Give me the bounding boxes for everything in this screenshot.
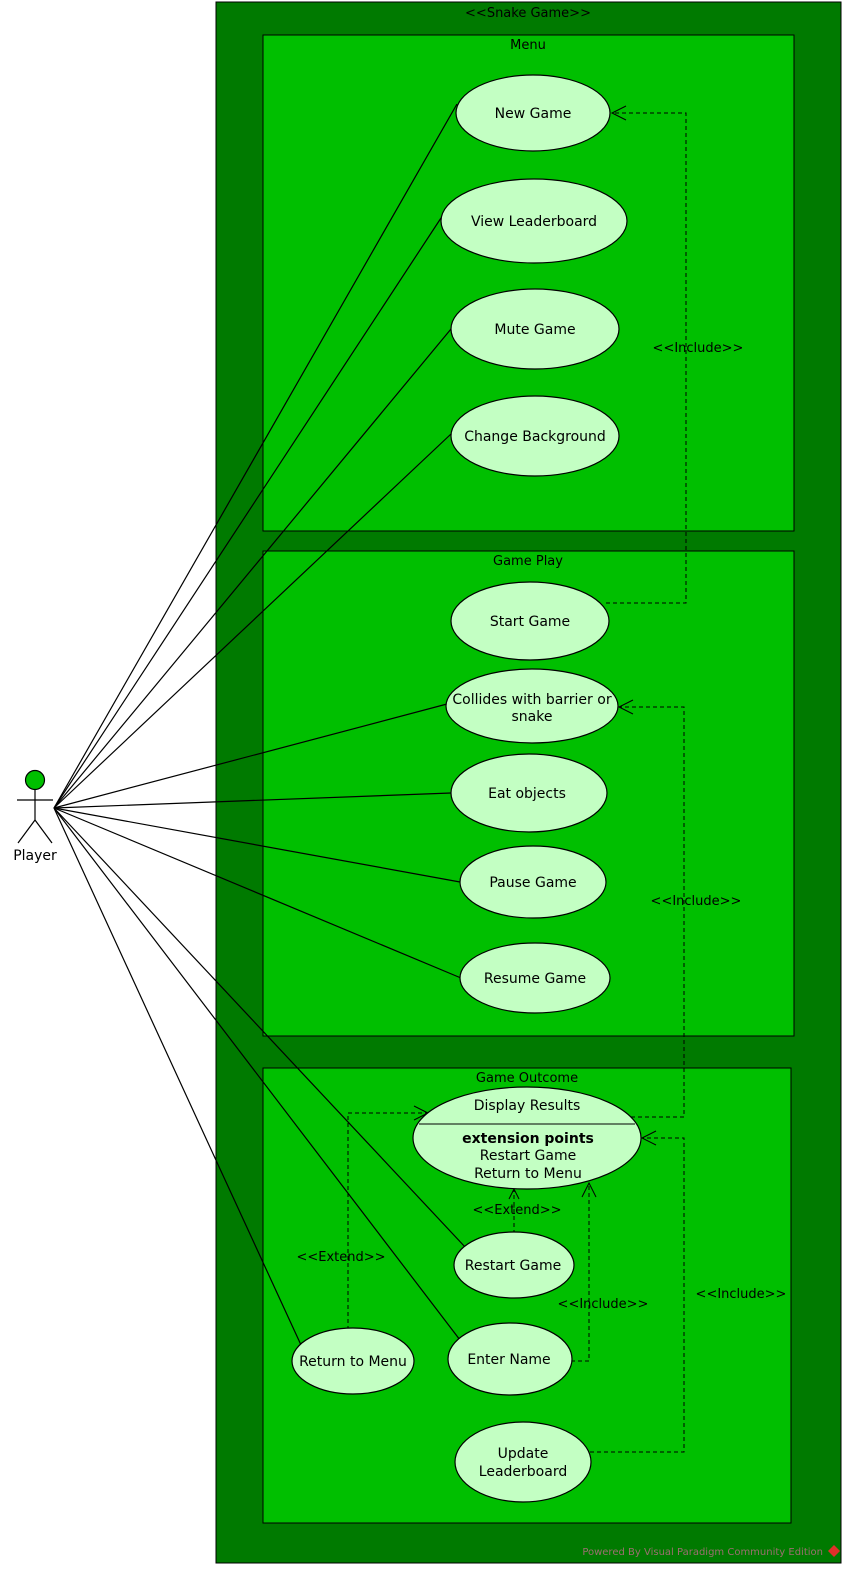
footer-watermark: Powered By Visual Paradigm Community Edi… [582, 1547, 823, 1558]
use-case-label: Enter Name [467, 1352, 550, 1368]
use-case-collides[interactable]: Collides with barrier or snake [445, 668, 619, 744]
use-case-view-leaderboard[interactable]: View Leaderboard [440, 178, 628, 264]
association-view-leaderboard [53, 217, 442, 809]
include-label-collides: <<Include>> [651, 894, 742, 909]
actor-left-leg-icon [17, 819, 36, 844]
use-case-start-game[interactable]: Start Game [450, 581, 610, 661]
include-start-arrowhead [610, 105, 627, 121]
use-case-pause-game[interactable]: Pause Game [459, 845, 607, 919]
actor-player[interactable]: Player [13, 769, 57, 865]
extend-label-restart: <<Extend>> [472, 1203, 561, 1218]
include-enter-arrowhead [581, 1181, 597, 1198]
extension-point-return: Return to Menu [474, 1166, 582, 1182]
actor-name: Player [13, 848, 57, 864]
extension-point-restart: Restart Game [480, 1148, 576, 1164]
use-case-resume-game[interactable]: Resume Game [459, 942, 611, 1014]
use-case-label: Change Background [464, 429, 606, 445]
use-case-label-line1: Update [498, 1446, 549, 1462]
association-restart-game [53, 807, 467, 1249]
association-mute-game [53, 328, 452, 809]
association-collides [53, 703, 448, 809]
include-enter-to-display [571, 1183, 590, 1362]
extend-label-return: <<Extend>> [296, 1250, 385, 1265]
use-case-return-to-menu[interactable]: Return to Menu [291, 1327, 415, 1395]
use-case-change-background[interactable]: Change Background [450, 395, 620, 477]
dependencies [347, 105, 687, 1453]
include-collides-arrowhead [617, 699, 634, 715]
actor-head-icon [24, 769, 46, 791]
include-start-to-new-game [606, 112, 687, 604]
extend-return-to-display [347, 1112, 428, 1330]
association-resume-game [53, 807, 462, 979]
use-case-label: Resume Game [484, 971, 586, 987]
use-case-enter-name[interactable]: Enter Name [447, 1322, 573, 1396]
actor-right-leg-icon [34, 819, 53, 844]
include-label-enter: <<Include>> [558, 1297, 649, 1312]
use-case-label-line2: Leaderboard [479, 1464, 567, 1480]
use-case-display-results[interactable]: Display Results extension points Restart… [412, 1086, 642, 1190]
use-case-label-line1: Collides with barrier or [452, 692, 611, 708]
use-case-label: Mute Game [494, 322, 575, 338]
package-game-play-title: Game Play [493, 554, 563, 569]
extension-points-header: extension points [462, 1131, 594, 1147]
package-menu-title: Menu [510, 38, 546, 53]
association-eat-objects [53, 792, 452, 809]
association-change-background [53, 433, 452, 809]
include-label-start: <<Include>> [653, 341, 744, 356]
use-case-label: Eat objects [488, 786, 566, 802]
use-case-restart-game[interactable]: Restart Game [453, 1231, 575, 1299]
association-return-to-menu [53, 807, 302, 1346]
use-case-label: Start Game [490, 614, 570, 630]
association-pause-game [53, 807, 461, 883]
use-case-label: Return to Menu [299, 1354, 407, 1370]
use-case-mute-game[interactable]: Mute Game [450, 288, 620, 370]
use-case-label: New Game [495, 106, 572, 122]
use-case-new-game[interactable]: New Game [455, 74, 611, 152]
use-case-label: Restart Game [465, 1258, 561, 1274]
association-enter-name [53, 807, 461, 1341]
actor-associations [53, 103, 467, 1346]
visual-paradigm-logo-icon [828, 1545, 840, 1557]
use-case-update-leaderboard[interactable]: Update Leaderboard [454, 1421, 592, 1503]
system-title: <<Snake Game>> [465, 6, 591, 21]
include-update-arrowhead [640, 1130, 657, 1146]
use-case-label: Pause Game [489, 875, 576, 891]
association-new-game [53, 103, 458, 809]
use-case-label: View Leaderboard [471, 214, 597, 230]
package-game-outcome-title: Game Outcome [476, 1071, 578, 1086]
include-update-to-display [590, 1137, 685, 1453]
use-case-eat-objects[interactable]: Eat objects [450, 753, 608, 833]
include-label-update: <<Include>> [696, 1287, 787, 1302]
use-case-label: Display Results [474, 1098, 581, 1114]
use-case-label-line2: snake [512, 709, 553, 725]
